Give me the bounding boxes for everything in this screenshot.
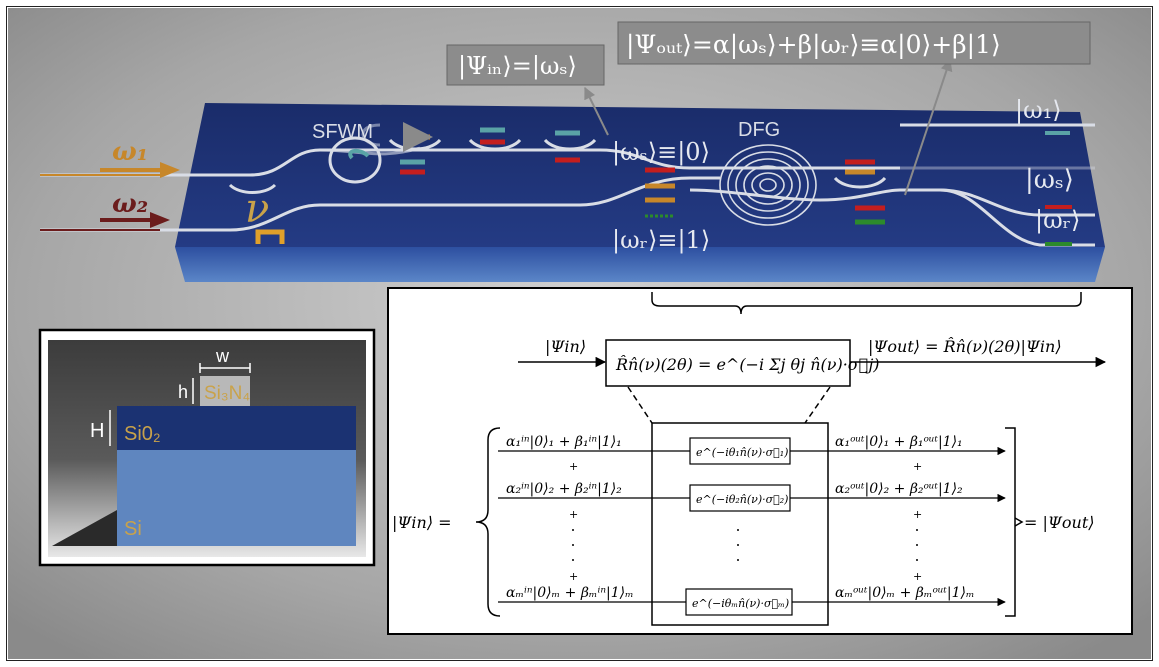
width-label: w: [215, 346, 230, 366]
state-r-label: |ωᵣ⟩≡|1⟩: [612, 226, 710, 255]
substrate-layer: [117, 450, 356, 546]
sfwm-label: SFWM: [312, 121, 373, 143]
gate-array-box: [651, 422, 829, 626]
pump-arrows: [40, 162, 180, 231]
rotation-operator-box: [605, 339, 851, 387]
output-label-omega-r: |ωᵣ⟩: [1035, 206, 1080, 235]
core-height-label: h: [178, 382, 188, 402]
rotation-operator-text: R̂n̂(ν)(2θ) = e^(−i Σj θj n̂(ν)·σ⃗j): [615, 355, 880, 374]
dfg-label: DFG: [738, 119, 780, 141]
row-m-input: αₘⁱⁿ|0⟩ₘ + βₘⁱⁿ|1⟩ₘ: [506, 585, 634, 601]
photon-arrows: [348, 122, 1072, 246]
psi-in-callout: |Ψᵢₙ⟩=|ωₛ⟩: [446, 44, 609, 136]
oxide-layer: [117, 406, 356, 450]
psi-in-label: |Ψin⟩: [545, 337, 586, 356]
waveguides: [40, 123, 1095, 247]
photonic-chip: ω₁ ω₂ ν SFWM DFG |ωₛ⟩≡|0⟩ |ωᵣ⟩≡|1⟩ |ω₁⟩ …: [40, 96, 1105, 282]
output-label-omega1: |ω₁⟩: [1015, 96, 1062, 125]
gate-row-m: [685, 588, 793, 616]
psi-in-callout-text: |Ψᵢₙ⟩=|ωₛ⟩: [458, 52, 577, 81]
row-1-input: α₁ⁱⁿ|0⟩₁ + β₁ⁱⁿ|1⟩₁: [506, 434, 622, 450]
gate-row-2: [689, 484, 791, 512]
ring-resonator: [328, 136, 382, 184]
substrate-material-label: Si: [124, 518, 142, 540]
pump-label-1: ω₁: [112, 137, 148, 167]
output-label-omega-s: |ωₛ⟩: [1025, 165, 1074, 195]
cross-section-inset: w h Si₃N₄ H Si0₂ Si: [38, 328, 376, 567]
plus-right-3: +: [913, 570, 922, 583]
heater-electrode: [255, 229, 285, 244]
row-1-output: α₁ᵒᵘᵗ|0⟩₁ + β₁ᵒᵘᵗ|1⟩₁: [835, 434, 963, 450]
plus-left-2: +: [569, 508, 578, 521]
chip-front-face: [175, 247, 1105, 282]
nu-label: ν: [245, 186, 269, 232]
psi-out-decomposition: = |Ψout⟩: [1024, 513, 1095, 532]
row-2-output: α₂ᵒᵘᵗ|0⟩₂ + β₂ᵒᵘᵗ|1⟩₂: [835, 481, 963, 497]
oxide-material-label: Si0₂: [124, 423, 161, 445]
core-material-label: Si₃N₄: [204, 383, 250, 404]
psi-out-equation: |Ψout⟩ = R̂n̂(ν)(2θ)|Ψin⟩: [868, 337, 1062, 356]
core-layer: [200, 376, 250, 406]
plus-left-3: +: [569, 570, 578, 583]
row-1-gate: e^(−iθ₁n̂(ν)·σ⃗₁): [696, 446, 788, 459]
top-brace: [651, 292, 1082, 315]
row-m-gate: e^(−iθₘn̂(ν)·σ⃗ₘ): [692, 597, 789, 610]
row-m-output: αₘᵒᵘᵗ|0⟩ₘ + βₘᵒᵘᵗ|1⟩ₘ: [835, 585, 975, 601]
psi-in-decomposition: |Ψin⟩ =: [392, 513, 452, 532]
math-panel: |Ψin⟩ R̂n̂(ν)(2θ) = e^(−i Σj θj n̂(ν)·σ⃗…: [387, 287, 1133, 635]
gate-row-1: [689, 437, 791, 465]
plus-right-2: +: [913, 508, 922, 521]
psi-out-callout-text: |Ψₒᵤₜ⟩=α|ωₛ⟩+β|ωᵣ⟩≡α|0⟩+β|1⟩: [626, 30, 1001, 60]
plus-left-1: +: [569, 460, 578, 473]
oxide-height-label: H: [90, 420, 104, 442]
outer-frame: [6, 6, 1153, 661]
plus-right-1: +: [913, 460, 922, 473]
psi-out-callout: |Ψₒᵤₜ⟩=α|ωₛ⟩+β|ωᵣ⟩≡α|0⟩+β|1⟩: [617, 21, 1091, 196]
pump-label-2: ω₂: [112, 189, 148, 219]
dfg-spiral: [719, 144, 817, 226]
row-2-gate: e^(−iθ₂n̂(ν)·σ⃗₂): [696, 493, 788, 506]
vertical-ellipsis: [572, 529, 918, 561]
state-s-label: |ωₛ⟩≡|0⟩: [612, 138, 710, 167]
row-2-input: α₂ⁱⁿ|0⟩₂ + β₂ⁱⁿ|1⟩₂: [506, 481, 622, 497]
